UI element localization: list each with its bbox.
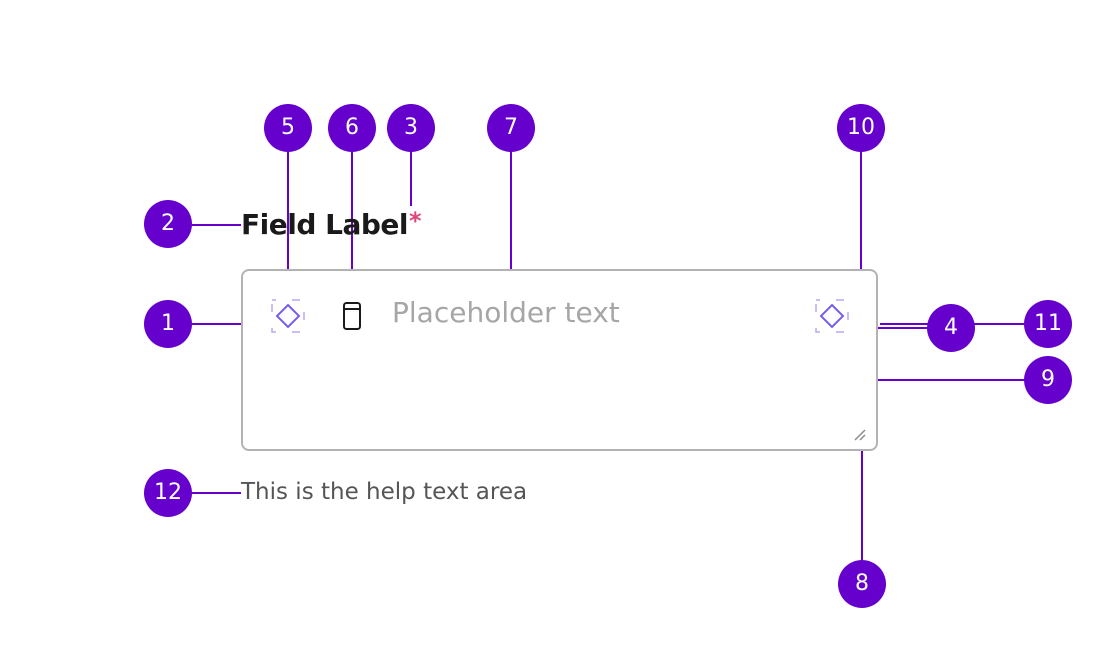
marker-10: 10 xyxy=(837,104,885,152)
marker-1: 1 xyxy=(144,300,192,348)
field-label-text: Field Label xyxy=(241,208,408,241)
marker-8: 8 xyxy=(838,560,886,608)
marker-11: 11 xyxy=(1024,300,1072,348)
marker-5: 5 xyxy=(264,104,312,152)
diamond-icon[interactable] xyxy=(815,299,849,333)
help-text: This is the help text area xyxy=(241,479,528,505)
required-asterisk: * xyxy=(408,207,422,235)
marker-2: 2 xyxy=(144,200,192,248)
marker-7: 7 xyxy=(487,104,535,152)
placeholder-text: Placeholder text xyxy=(392,296,620,329)
marker-6: 6 xyxy=(328,104,376,152)
diamond-icon[interactable] xyxy=(271,299,305,333)
device-icon[interactable] xyxy=(341,301,363,331)
marker-12: 12 xyxy=(144,469,192,517)
marker-3: 3 xyxy=(387,104,435,152)
resize-handle-icon[interactable] xyxy=(853,428,867,442)
field-label: Field Label* xyxy=(241,207,422,242)
textarea-container[interactable] xyxy=(241,269,878,451)
marker-9: 9 xyxy=(1024,356,1072,404)
marker-4: 4 xyxy=(927,304,975,352)
